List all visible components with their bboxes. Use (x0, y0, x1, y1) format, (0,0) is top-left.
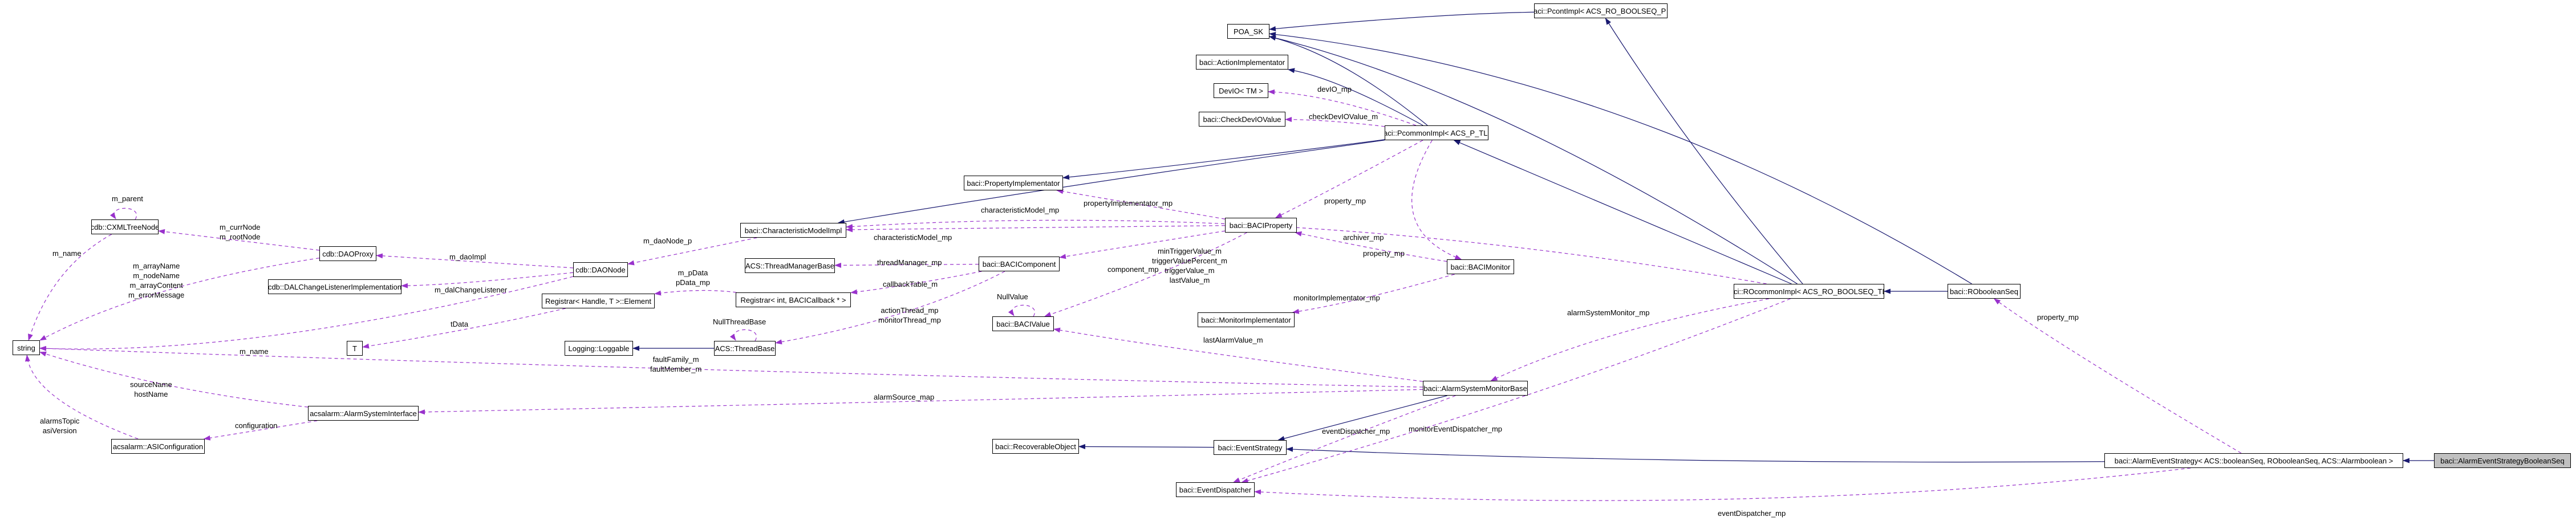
edge-registrar_handle-to-t (362, 308, 566, 349)
edge-bacimonitor-to-baciproperty (1295, 231, 1447, 262)
class-node-thread_base[interactable]: ACS::ThreadBase (714, 341, 776, 356)
edge-rocommon-to-pcommon (1453, 140, 1792, 284)
edge-cxml-to-cxml (109, 207, 137, 220)
class-node-alarm_event_strategy[interactable]: baci::AlarmEventStrategy< ACS::booleanSe… (2104, 453, 2403, 468)
edge-thread_base-to-thread_base (729, 329, 757, 341)
edge-alarm_sys_if-to-string (39, 351, 309, 408)
edge-baciproperty-to-bacivalue (1044, 232, 1247, 317)
class-node-asi_config[interactable]: acsalarm::ASIConfiguration (111, 439, 205, 454)
class-node-loggable[interactable]: Logging::Loggable (565, 341, 633, 356)
edge-alarm_sys_mon-to-event_strategy (1277, 395, 1447, 441)
edge-pcommon-to-devio (1268, 89, 1417, 126)
edge-pcommon-to-action_impl (1288, 68, 1423, 126)
class-node-poa_sk[interactable]: POA_SK (1227, 24, 1269, 39)
edge-baciproperty-to-char_model (846, 225, 1226, 233)
edge-pcommon-to-char_model (837, 140, 1385, 225)
edge-alarm_event_strategy-to-robooleanseq (1993, 298, 2242, 454)
class-node-robooleanseq[interactable]: baci::RObooleanSeq (1948, 284, 2021, 299)
edge-pcommon-to-checkdevio (1285, 117, 1385, 127)
edge-rocommon-to-alarm_sys_mon (1490, 298, 1770, 381)
edge-bacicomponent-to-registrar_int (850, 271, 982, 295)
edge-alarm_event_strategy-to-event_strategy (1286, 446, 2105, 463)
edge-daonode-to-string (39, 276, 574, 351)
edge-pcont-to-poa_sk (1269, 11, 1535, 31)
class-node-t[interactable]: T (347, 341, 363, 356)
edge-cxml-to-string (28, 234, 112, 341)
edge-daoproxy-to-cxml (158, 229, 320, 251)
class-node-alarm_sys_if[interactable]: acsalarm::AlarmSystemInterface (308, 406, 419, 421)
class-node-bacimonitor[interactable]: baci::BACIMonitor (1447, 259, 1514, 274)
edge-pcommon-to-prop_impl (1062, 139, 1385, 180)
class-node-checkdevio[interactable]: baci::CheckDevIOValue (1199, 112, 1285, 127)
edge-alarm_sys_if-to-asi_config (203, 420, 318, 441)
class-node-action_impl[interactable]: baci::ActionImplementator (1196, 55, 1288, 70)
class-node-event_strategy[interactable]: baci::EventStrategy (1214, 440, 1287, 455)
edge-alarm_event_strategy-to-event_dispatcher (1254, 467, 2191, 501)
class-node-rocommon[interactable]: baci::ROcommonImpl< ACS_RO_BOOLSEQ_TL > (1734, 284, 1884, 299)
edge-bacimonitor-to-monitor_impl (1292, 274, 1455, 314)
edge-bacivalue-to-bacivalue (1008, 304, 1035, 317)
edge-baciproperty-to-bacicomponent (1059, 230, 1226, 259)
edge-pcommon-to-baciproperty (1275, 140, 1423, 218)
class-node-prop_impl[interactable]: baci::PropertyImplementator (964, 176, 1063, 190)
edge-event_strategy-to-recoverable (1078, 443, 1214, 449)
class-node-registrar_handle[interactable]: Registrar< Handle, T >::Element (542, 294, 655, 308)
edge-daoproxy-to-string (39, 258, 320, 341)
class-node-monitor_impl[interactable]: baci::MonitorImplementator (1198, 312, 1295, 327)
class-node-string[interactable]: string (13, 340, 40, 355)
edge-rocommon-to-event_dispatcher (1241, 298, 1791, 483)
edge-asi_config-to-string (25, 355, 139, 440)
edge-char_model-to-daonode (627, 237, 757, 266)
edge-rocommon-to-poa_sk (1269, 35, 1798, 284)
class-node-alarm_sys_mon[interactable]: baci::AlarmSystemMonitorBase (1423, 381, 1528, 396)
edge-pcommon-to-bacimonitor (1411, 140, 1462, 260)
edge-alarm_sys_mon-to-event_dispatcher (1233, 395, 1456, 483)
edge-robooleanseq-to-poa_sk (1269, 31, 1972, 284)
edge-registrar_int-to-registrar_handle (654, 290, 737, 296)
edge-rocommon-to-pcont (1605, 18, 1803, 284)
class-node-main_node[interactable]: baci::AlarmEventStrategyBooleanSeq (2434, 453, 2571, 468)
edge-rocommon-to-char_model (846, 219, 1767, 284)
class-node-dalchange[interactable]: cdb::DALChangeListenerImplementation (268, 279, 401, 294)
class-node-thread_mgr[interactable]: ACS::ThreadManagerBase (745, 258, 835, 273)
edge-pcommon-to-poa_sk (1269, 35, 1428, 126)
edge-alarm_sys_mon-to-alarm_sys_if (418, 389, 1423, 415)
class-node-pcont[interactable]: baci::PcontImpl< ACS_RO_BOOLSEQ_P > (1534, 3, 1668, 18)
class-node-bacivalue[interactable]: baci::BACIValue (992, 316, 1054, 331)
edge-baciproperty-to-prop_impl (1056, 189, 1226, 219)
class-node-bacicomponent[interactable]: baci::BACIComponent (979, 257, 1060, 271)
class-node-char_model[interactable]: baci::CharacteristicModelImpl (740, 223, 846, 238)
edge-daonode-to-dalchange (401, 272, 574, 288)
class-node-registrar_int[interactable]: Registrar< int, BACICallback * > (736, 292, 851, 307)
class-node-cxml[interactable]: cdb::CXMLTreeNode (91, 219, 159, 234)
edge-daonode-to-daoproxy (376, 253, 574, 268)
class-node-daonode[interactable]: cdb::DAONode (573, 262, 628, 277)
class-node-event_dispatcher[interactable]: baci::EventDispatcher (1176, 482, 1255, 497)
edge-alarm_sys_mon-to-bacivalue (1053, 327, 1423, 382)
class-node-devio[interactable]: DevIO< TM > (1214, 83, 1268, 98)
edge-bacicomponent-to-thread_mgr (834, 262, 979, 268)
class-node-recoverable[interactable]: baci::RecoverableObject (992, 439, 1079, 454)
class-node-daoproxy[interactable]: cdb::DAOProxy (319, 246, 376, 261)
edge-alarm_sys_mon-to-string (39, 345, 1423, 388)
class-node-baciproperty[interactable]: baci::BACIProperty (1225, 218, 1297, 233)
class-node-pcommon[interactable]: baci::PcommonImpl< ACS_P_TL > (1385, 125, 1488, 140)
